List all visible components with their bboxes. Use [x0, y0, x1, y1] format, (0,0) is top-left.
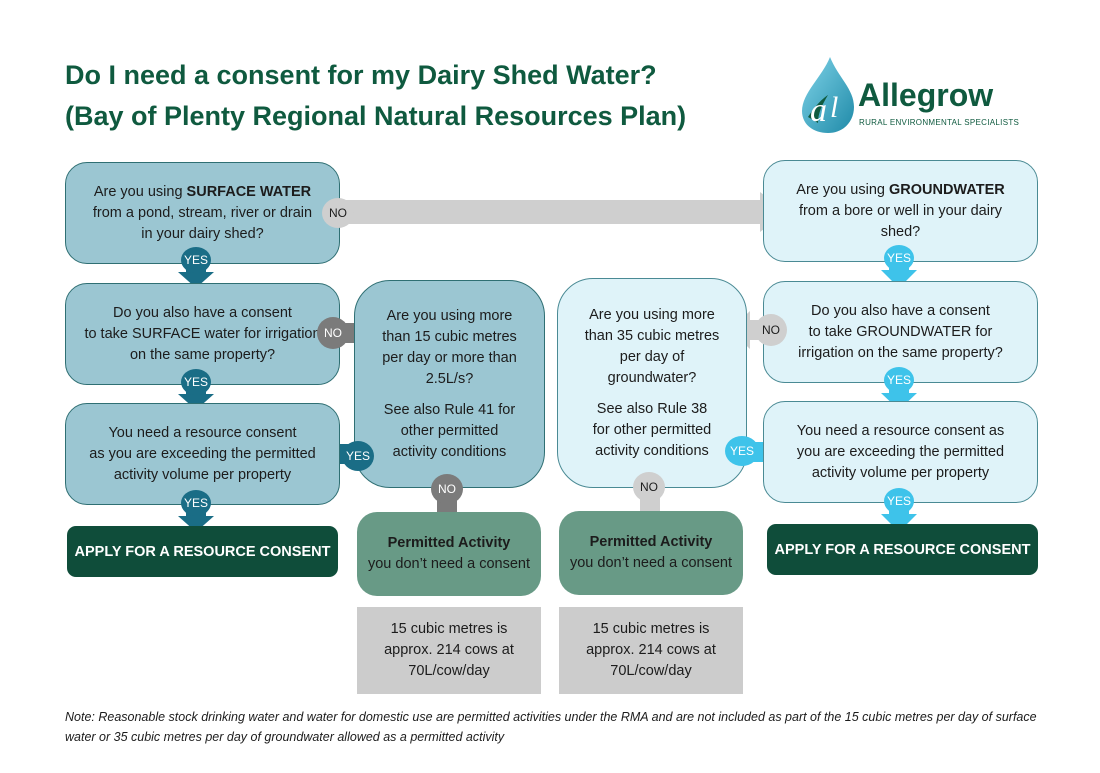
ground-volume-question: Are you using more than 35 cubic metres …: [557, 278, 747, 488]
permitted-activity-left: Permitted Activity you don’t need a cons…: [357, 512, 541, 596]
no-badge: NO: [431, 474, 463, 504]
logo-name: Allegrow: [858, 77, 994, 113]
yes-badge: YES: [725, 436, 759, 466]
surface-water-question: Are you using SURFACE WATER from a pond,…: [65, 162, 340, 264]
svg-text:l: l: [830, 91, 838, 124]
surface-consent-question: Do you also have a consent to take SURFA…: [65, 283, 340, 385]
ground-resource-consent-box: You need a resource consent as you are e…: [763, 401, 1038, 503]
no-badge: NO: [755, 314, 787, 346]
no-badge: NO: [317, 317, 349, 349]
footnote: Note: Reasonable stock drinking water an…: [65, 710, 1037, 744]
yes-badge: YES: [884, 245, 914, 271]
apply-consent-right: APPLY FOR A RESOURCE CONSENT: [767, 524, 1038, 575]
page-subtitle: (Bay of Plenty Regional Natural Resource…: [65, 101, 687, 131]
no-badge: NO: [322, 198, 354, 228]
yes-badge: YES: [181, 490, 211, 516]
surface-volume-question: Are you using more than 15 cubic metres …: [354, 280, 545, 488]
surface-resource-consent-box: You need a resource consent as you are e…: [65, 403, 340, 505]
cow-note-right: 15 cubic metres is approx. 214 cows at 7…: [559, 607, 743, 694]
logo-tagline: RURAL ENVIRONMENTAL SPECIALISTS: [859, 118, 1020, 127]
page-title: Do I need a consent for my Dairy Shed Wa…: [65, 60, 657, 90]
apply-consent-left: APPLY FOR A RESOURCE CONSENT: [67, 526, 338, 577]
yes-badge: YES: [342, 441, 374, 471]
cow-note-left: 15 cubic metres is approx. 214 cows at 7…: [357, 607, 541, 694]
no-badge: NO: [633, 472, 665, 502]
ground-consent-question: Do you also have a consent to take GROUN…: [763, 281, 1038, 383]
no-arrow-surface-to-ground: [330, 192, 786, 232]
water-drop-icon: a l: [802, 57, 854, 133]
logo: a l Allegrow RURAL ENVIRONMENTAL SPECIAL…: [788, 55, 1048, 135]
yes-badge: YES: [181, 247, 211, 273]
svg-text:a: a: [810, 92, 827, 129]
yes-badge: YES: [181, 369, 211, 395]
yes-badge: YES: [884, 367, 914, 393]
yes-badge: YES: [884, 488, 914, 514]
permitted-activity-right: Permitted Activity you don’t need a cons…: [559, 511, 743, 595]
